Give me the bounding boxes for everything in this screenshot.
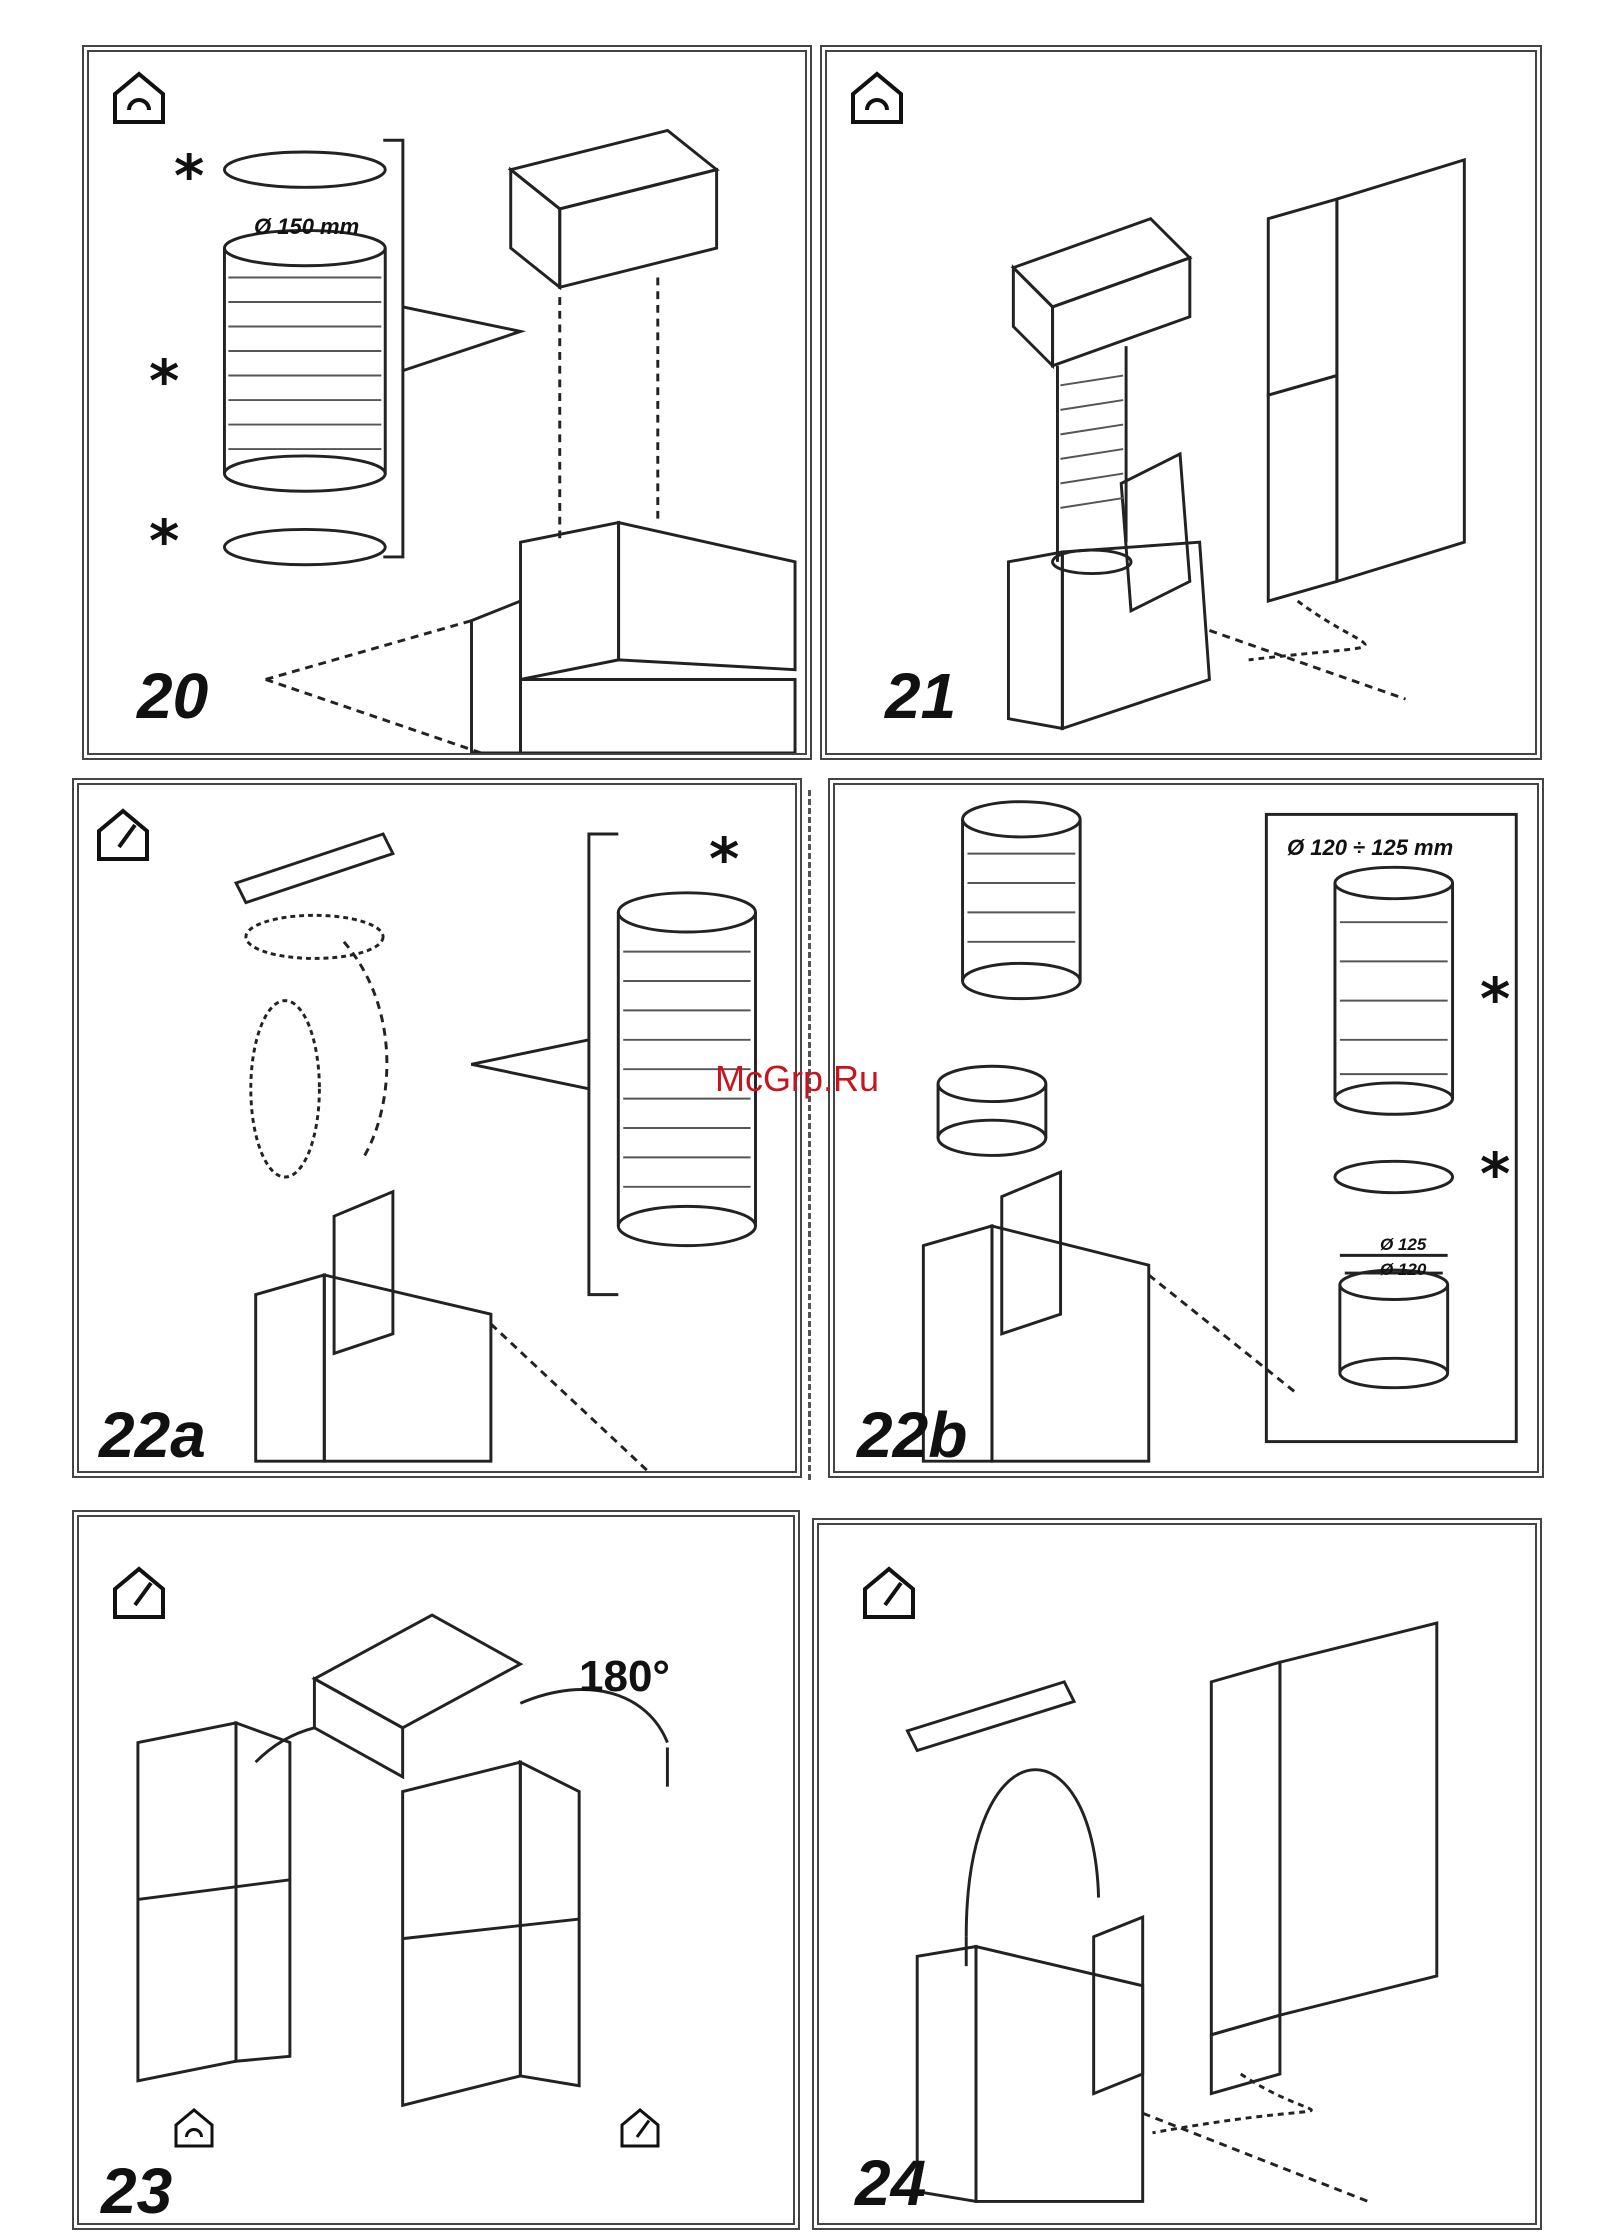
watermark: McGrp.Ru <box>715 1058 879 1100</box>
step-number-22b: 22b <box>857 1403 967 1467</box>
pipe-diameter-label: Ø 150 mm <box>254 214 359 240</box>
diagram-22b <box>835 785 1537 1471</box>
extraction-mode-icon <box>111 70 167 126</box>
pipe-mark: * <box>709 830 739 888</box>
recirculation-mode-icon <box>619 2107 661 2149</box>
outer-diameter-label: Ø 125 <box>1380 1235 1426 1255</box>
diagram-21 <box>827 52 1535 753</box>
clamp-mark-bottom: * <box>149 512 179 570</box>
panel-22a: * 22a <box>72 778 802 1478</box>
recirculation-mode-icon <box>861 1565 917 1621</box>
step-number-20: 20 <box>137 664 208 728</box>
step-number-23: 23 <box>101 2159 172 2223</box>
panel-21: 21 <box>820 45 1542 760</box>
step-number-24: 24 <box>855 2151 926 2215</box>
inner-diameter-label: Ø 120 <box>1380 1260 1426 1280</box>
diagram-22a <box>79 785 795 1471</box>
pipe-mark: * <box>1480 970 1510 1028</box>
panel-22b: Ø 120 ÷ 125 mm * * Ø 125 Ø 120 22b <box>828 778 1544 1478</box>
separator-line <box>808 790 825 1480</box>
extraction-mode-icon <box>849 70 905 126</box>
recirculation-mode-icon <box>95 807 151 863</box>
clamp-mark-top: * <box>174 147 204 205</box>
extraction-mode-icon <box>173 2107 215 2149</box>
panel-23: 180° 23 <box>72 1510 800 2230</box>
recirculation-mode-icon <box>111 1565 167 1621</box>
clamp-mark: * <box>1480 1145 1510 1203</box>
rotation-angle-label: 180° <box>579 1652 670 1702</box>
diagram-24 <box>819 1525 1535 2223</box>
step-number-22a: 22a <box>99 1403 206 1467</box>
panel-24: 24 <box>812 1518 1542 2230</box>
pipe-diameter-range-label: Ø 120 ÷ 125 mm <box>1287 835 1453 861</box>
pipe-mark: * <box>149 352 179 410</box>
panel-20: * Ø 150 mm * * 20 <box>82 45 812 760</box>
step-number-21: 21 <box>885 664 956 728</box>
